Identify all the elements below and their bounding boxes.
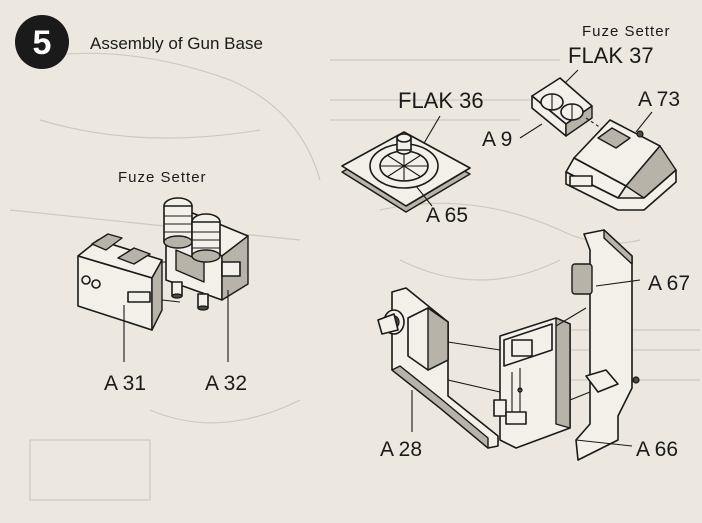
gun-base-assembly: A 67 A 28 A 66 [377,229,690,461]
label-a67: A 67 [648,272,690,295]
part-a28 [377,287,499,449]
fuze-setter-caption-right: Fuze Setter [582,23,671,40]
flak36-label: FLAK 36 [398,88,484,113]
label-a9: A 9 [482,128,512,151]
bleed-through-background [9,52,700,501]
part-a31 [77,233,163,331]
label-a66: A 66 [636,438,678,461]
part-a67 [571,229,640,461]
part-a66 [493,317,571,449]
fuze-setter-caption-left: Fuze Setter [118,169,207,186]
part-a9 [531,77,593,137]
label-a31: A 31 [104,372,146,395]
flak37-label: FLAK 37 [568,43,654,68]
flak36-turntable-assembly: FLAK 36 A 65 [341,88,484,227]
label-a28: A 28 [380,438,422,461]
label-a32: A 32 [205,372,247,395]
label-a73: A 73 [638,88,680,111]
part-a73 [565,119,677,211]
step-number: 5 [33,24,52,62]
step-header: 5 Assembly of Gun Base [15,15,263,69]
part-a65 [341,131,471,213]
fuze-setter-left-assembly: Fuze Setter [77,169,249,395]
step-title: Assembly of Gun Base [90,34,263,53]
label-a65: A 65 [426,204,468,227]
step-number-badge [15,15,69,69]
part-a32 [163,197,249,311]
flak37-fuze-setter-assembly: Fuze Setter FLAK 37 A 9 A 73 [482,23,680,211]
